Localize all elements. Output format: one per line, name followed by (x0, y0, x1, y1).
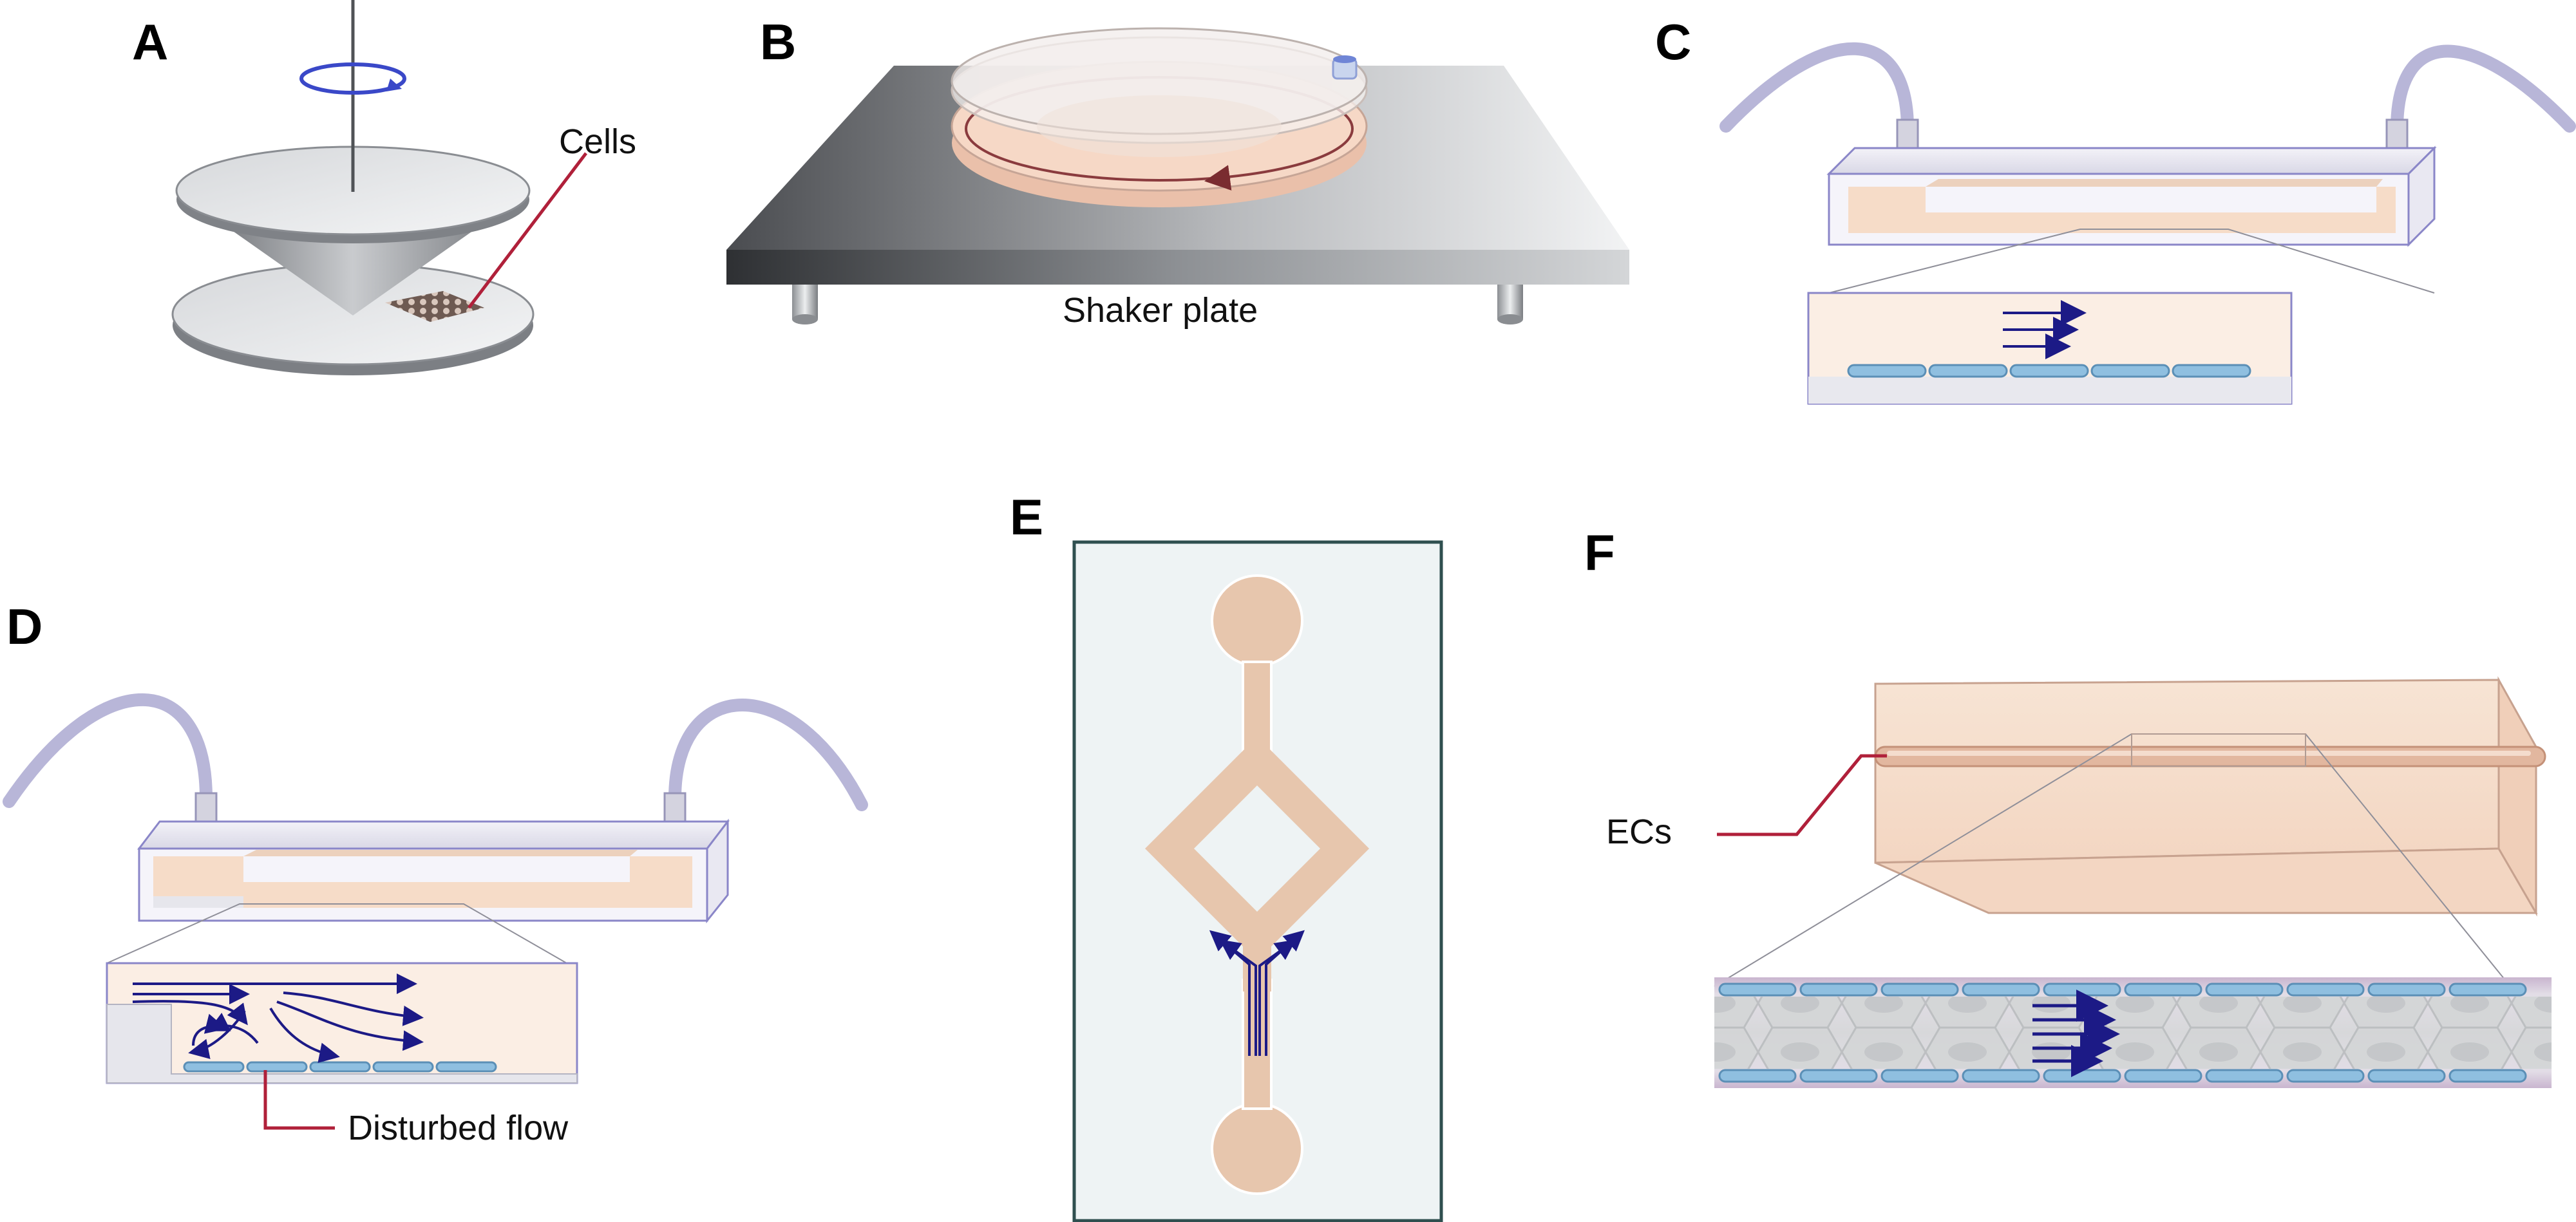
panel-b: B Shaker plate (726, 14, 1629, 330)
panel-c: C (1655, 14, 2576, 405)
panel-label-e: E (1010, 489, 1043, 545)
flow-arrows-e (1209, 930, 1305, 1056)
shaker-plate-callout: Shaker plate (1063, 291, 1258, 330)
cell-patch (385, 291, 484, 322)
gel-block (1874, 676, 2546, 917)
zoom-lines-c (1828, 229, 2435, 294)
zoom-lines-d (106, 903, 567, 964)
tube-left (1719, 42, 1914, 135)
panel-label-b: B (760, 14, 796, 70)
vessel-cross-section (1714, 977, 2552, 1088)
zoom-view-c (1807, 292, 2293, 405)
disturbed-cell-layer (183, 1061, 497, 1073)
panel-f: F ECs (1584, 524, 2552, 1088)
microfluidic-channel (1145, 574, 1369, 1195)
tube-right-d (668, 699, 868, 811)
ecs-leader (1717, 754, 1887, 836)
disturbed-flow-leader (263, 1070, 335, 1130)
step-flow-chamber (137, 818, 730, 924)
shaker-legs (792, 282, 1523, 324)
flow-chamber (1826, 146, 2437, 247)
shaker-plate-edge (726, 250, 1629, 285)
zoom-box-f (2131, 733, 2306, 767)
flow-arrows-d (132, 973, 424, 1063)
panel-a: A Cells (132, 0, 636, 375)
panel-label-c: C (1655, 14, 1691, 70)
cells-callout: Cells (559, 122, 636, 161)
endothelial-cell-layer (1847, 364, 2251, 378)
rotation-arrow-icon (299, 62, 406, 95)
vial-icon (1332, 55, 1358, 80)
panel-e: E (1010, 489, 1443, 1222)
ecs-callout: ECs (1606, 813, 1672, 851)
tube-right (2391, 44, 2576, 135)
tube-left-d (3, 693, 213, 808)
cells-leader-line (468, 152, 587, 309)
panel-label-f: F (1584, 524, 1615, 581)
flow-arrows-c (2003, 300, 2087, 359)
disturbed-flow-callout: Disturbed flow (348, 1109, 569, 1147)
vessel-cell-layer (1718, 982, 2527, 1083)
panel-d: D (3, 598, 868, 1147)
panel-label-a: A (132, 14, 168, 70)
zoom-view-d (106, 962, 578, 1084)
petri-dish (951, 27, 1368, 207)
panel-label-d: D (6, 598, 43, 655)
flow-arrows-f (2032, 990, 2120, 1077)
